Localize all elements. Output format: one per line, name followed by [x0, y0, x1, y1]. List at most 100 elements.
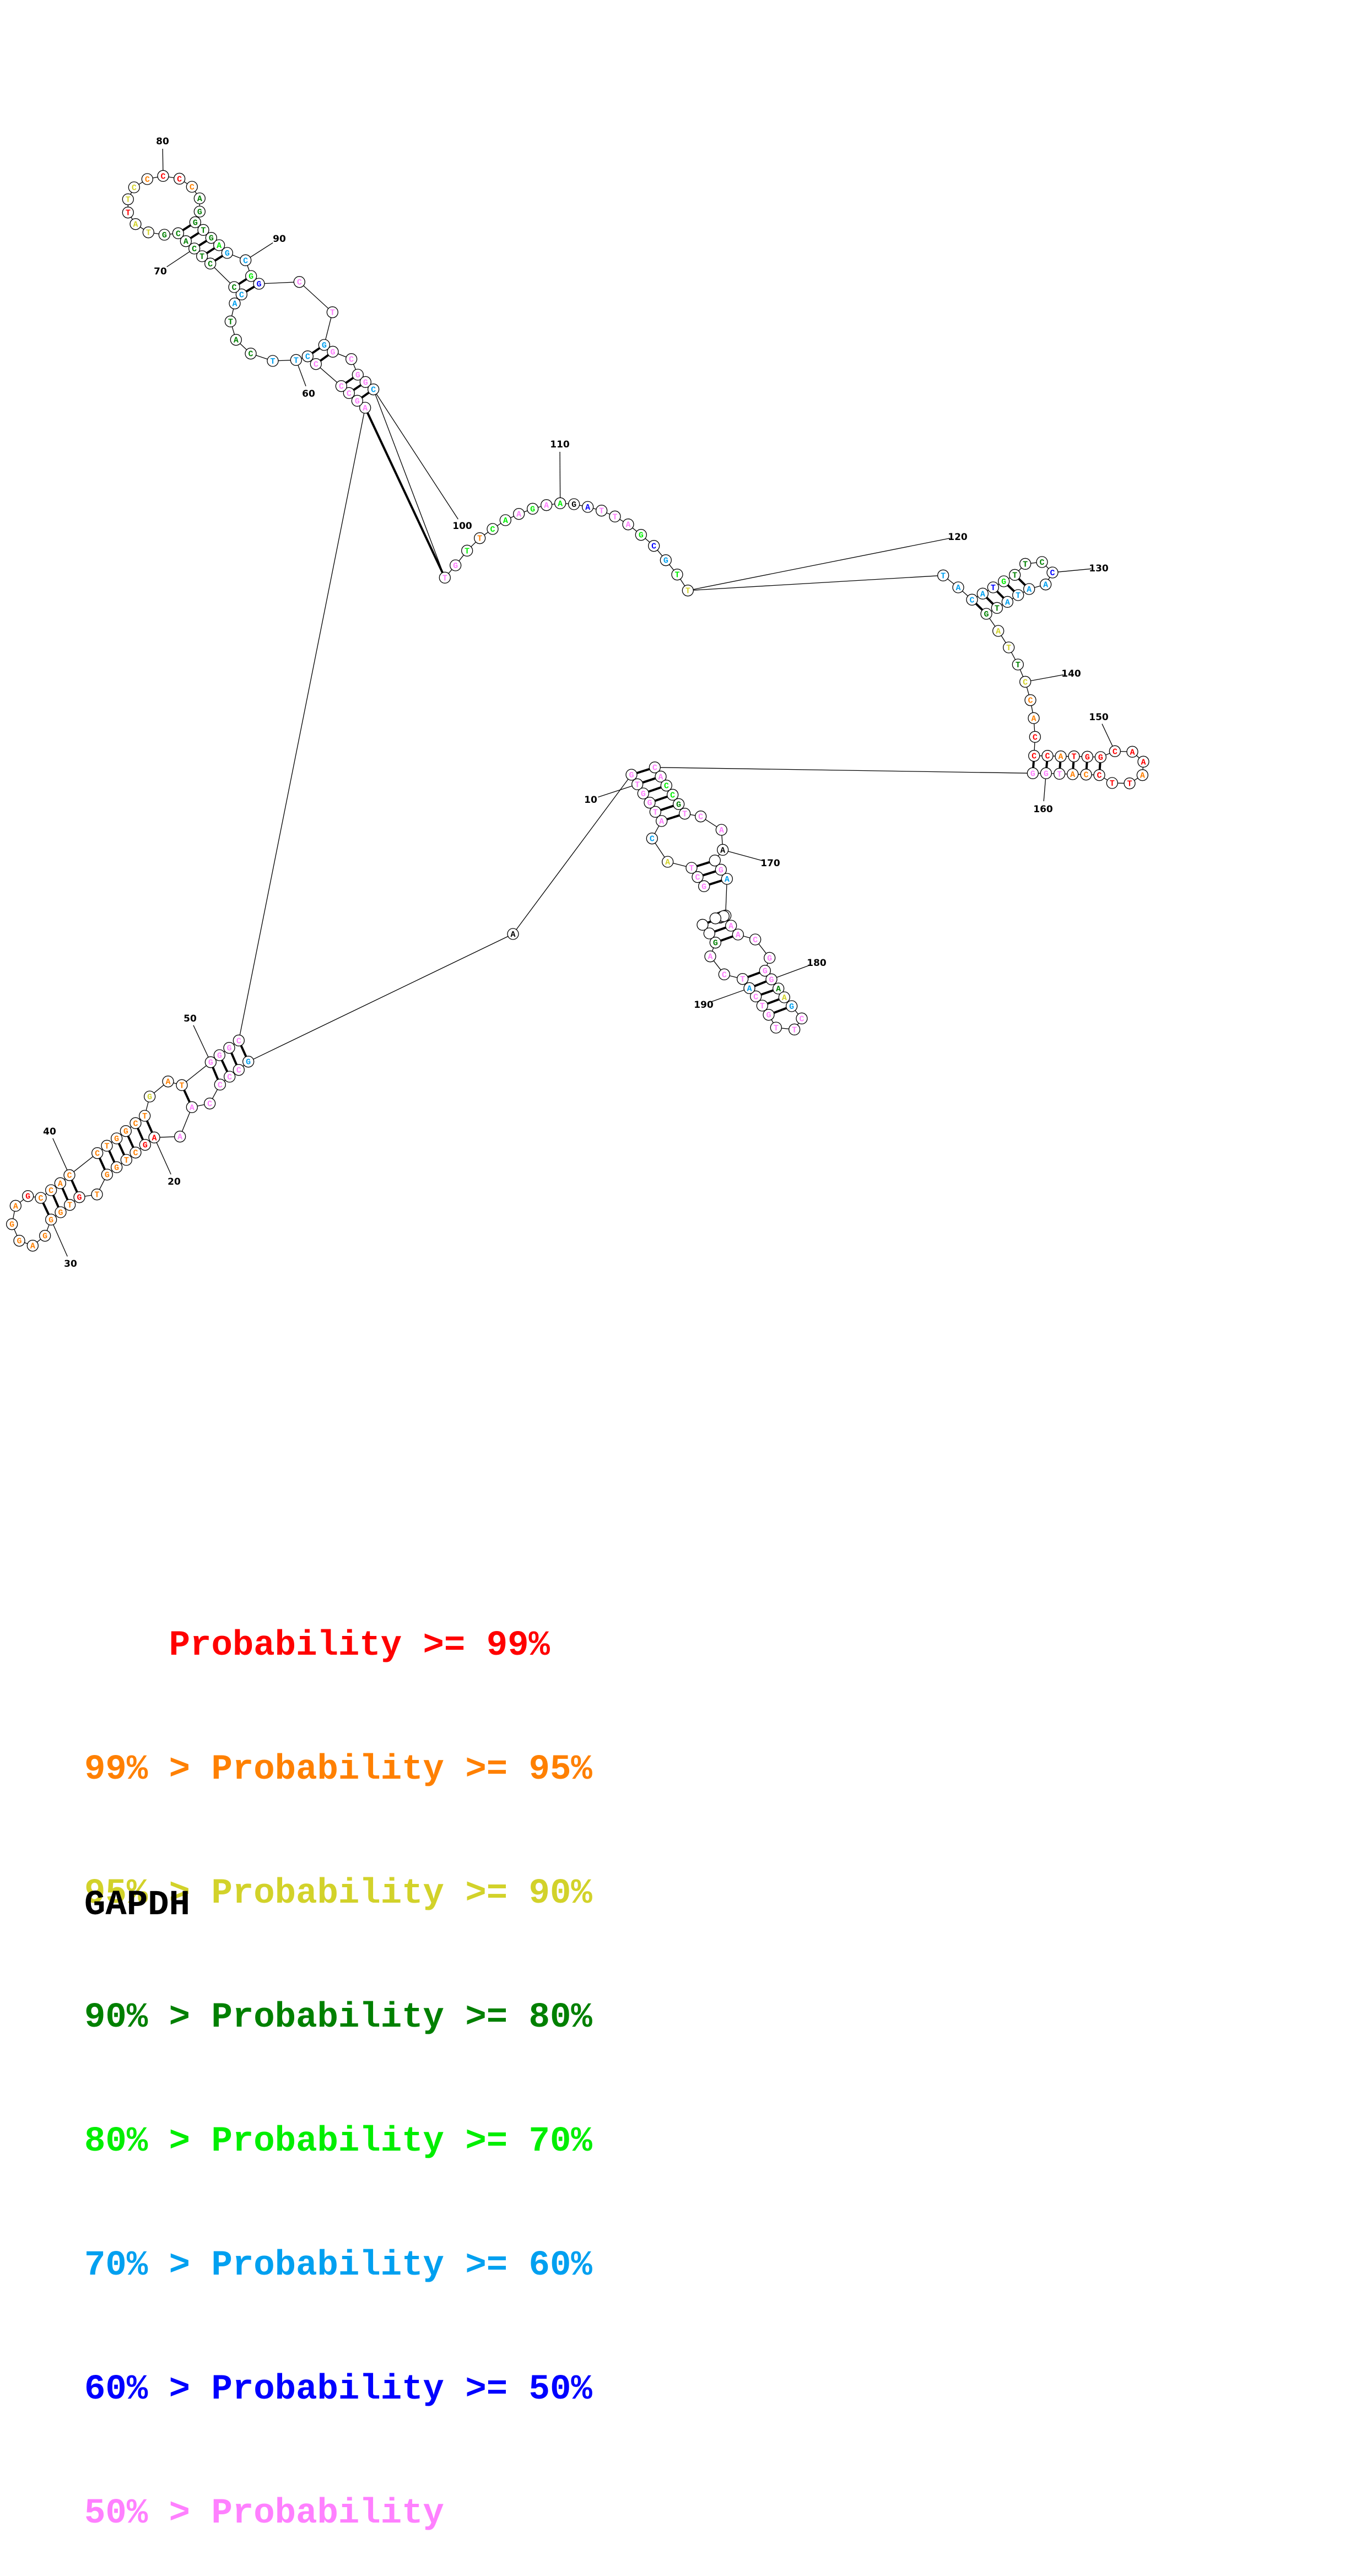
- nucleotide-letter: G: [647, 799, 652, 808]
- nucleotide-letter: C: [95, 1149, 100, 1159]
- nucleotide-letter: G: [193, 218, 198, 228]
- nucleotide-letter: G: [355, 397, 360, 406]
- nucleotide-circle: [224, 315, 236, 327]
- nucleotide: C: [749, 933, 762, 946]
- nucleotide-circle: [631, 778, 644, 790]
- nucleotide-circle: [759, 965, 771, 977]
- nucleotide: A: [1055, 750, 1067, 763]
- nucleotide: G: [998, 575, 1010, 587]
- nucleotide-circle: [73, 1191, 85, 1203]
- nucleotide: T: [1019, 558, 1032, 570]
- nucleotide-letter: T: [201, 226, 206, 235]
- nucleotide-circle: [646, 833, 658, 845]
- nucleotide: G: [101, 1169, 113, 1181]
- nucleotide-letter: T: [682, 810, 687, 819]
- nucleotide-letter: G: [571, 500, 576, 510]
- nucleotide-circle: [764, 952, 776, 964]
- position-label-line: [1057, 568, 1092, 573]
- nucleotide-letter: A: [177, 1133, 182, 1142]
- nucleotide-circle: [245, 270, 257, 282]
- nucleotide-letter: C: [349, 355, 354, 365]
- nucleotide: C: [310, 358, 322, 370]
- nucleotide: T: [91, 1189, 103, 1201]
- backbone-link: [688, 575, 943, 591]
- nucleotide-letter: T: [124, 1156, 129, 1165]
- nucleotide-letter: C: [670, 791, 675, 800]
- nucleotide-letter: T: [1016, 661, 1021, 670]
- position-label-line: [598, 785, 633, 798]
- nucleotide: C: [186, 181, 198, 193]
- legend-row: 60% > Probability >= 50%: [84, 2369, 592, 2411]
- nucleotide-letter: G: [1098, 753, 1103, 763]
- nucleotide: C: [233, 1034, 245, 1046]
- nucleotide-letter: A: [363, 404, 368, 413]
- nucleotide: C: [204, 1098, 216, 1110]
- nucleotide-letter: G: [767, 954, 772, 963]
- nucleotide-circle: [1012, 589, 1024, 601]
- nucleotide-circle: [359, 376, 371, 388]
- nucleotide-circle: [240, 254, 252, 266]
- nucleotide: T: [770, 1022, 782, 1034]
- nucleotide: T: [937, 569, 949, 581]
- nucleotide-letter: G: [225, 249, 230, 258]
- nucleotide-letter: C: [695, 873, 700, 883]
- nucleotide-letter: A: [725, 875, 730, 884]
- nucleotide: G: [221, 247, 233, 259]
- nucleotide: C: [301, 350, 314, 363]
- nucleotide-circle: [174, 1131, 186, 1143]
- nucleotide: C: [335, 380, 347, 392]
- nucleotide: T: [122, 193, 134, 206]
- nucleotide-letter: C: [236, 1036, 241, 1046]
- nucleotide-letter: A: [197, 195, 202, 204]
- nucleotide-circle: [778, 991, 790, 1003]
- nucleotide-letter: T: [126, 209, 131, 218]
- nucleotide-letter: C: [207, 1100, 212, 1109]
- nucleotide-letter: A: [1130, 748, 1135, 757]
- nucleotide-circle: [660, 554, 672, 566]
- nucleotide: [709, 912, 721, 925]
- nucleotide-letter: C: [1033, 733, 1038, 742]
- nucleotide-circle: [101, 1140, 113, 1152]
- nucleotide-letter: T: [599, 507, 604, 516]
- nucleotide-letter: T: [477, 534, 482, 544]
- nucleotide-circle: [245, 348, 257, 360]
- backbone-link: [238, 407, 366, 1041]
- nucleotide-circle: [1024, 694, 1036, 706]
- legend-text: Probability >= 99%: [169, 1626, 550, 1666]
- nucleotide: G: [644, 797, 656, 809]
- nucleotide: G: [698, 880, 710, 892]
- position-labels: 1020304050607080901001101201301401501601…: [43, 136, 1113, 1270]
- nucleotide: T: [649, 806, 661, 818]
- nucleotide-circle: [980, 608, 992, 620]
- nucleotide: T: [682, 585, 694, 597]
- nucleotide-circle: [148, 1131, 160, 1143]
- legend-row: Probability >= 99%: [84, 1625, 592, 1667]
- nucleotide: A: [1126, 746, 1138, 758]
- nucleotide-circle: [527, 503, 539, 515]
- nucleotide-circle: [715, 824, 727, 836]
- nucleotide-letter: A: [190, 1103, 195, 1113]
- nucleotide-circle: [1019, 676, 1032, 688]
- nucleotide-circle: [966, 593, 978, 606]
- nucleotide: T: [196, 250, 208, 262]
- nucleotide-letter: T: [1006, 644, 1011, 653]
- legend-text: Probability >= 95%: [211, 1750, 592, 1790]
- legend-text: Probability >= 70%: [211, 2122, 592, 2162]
- nucleotide: T: [461, 544, 473, 557]
- nucleotide-letter: T: [1127, 780, 1132, 789]
- nucleotide-circle: [1068, 750, 1080, 763]
- legend-text: Probability >= 90%: [211, 1874, 592, 1914]
- nucleotide-letter: G: [789, 1002, 794, 1012]
- nucleotide-circle: [221, 247, 233, 259]
- nucleotide: C: [1036, 556, 1048, 568]
- nucleotide: G: [568, 498, 580, 510]
- legend-text: Probability >= 50%: [211, 2370, 592, 2410]
- nucleotide: G: [327, 345, 339, 358]
- nucleotide-letter: G: [1030, 769, 1035, 779]
- nucleotide: C: [174, 172, 186, 185]
- legend-row: 70% > Probability >= 60%: [84, 2245, 592, 2287]
- nucleotide: G: [144, 1090, 156, 1103]
- nucleotide-letter: C: [371, 386, 376, 395]
- nucleotide: T: [1068, 750, 1080, 763]
- nucleotide: C: [141, 173, 153, 185]
